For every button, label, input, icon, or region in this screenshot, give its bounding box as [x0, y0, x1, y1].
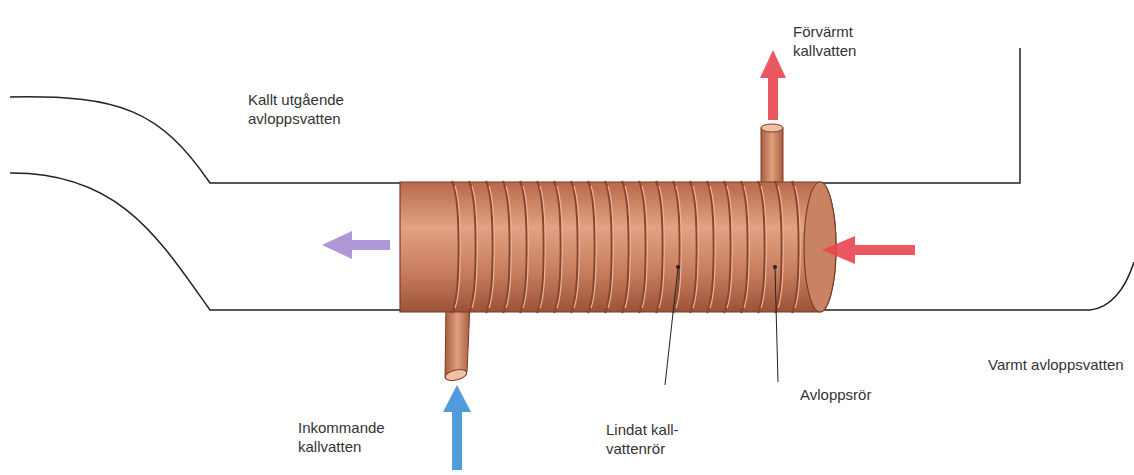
- coil-highlight: [642, 186, 647, 308]
- coil-highlight: [608, 186, 613, 308]
- inlet-pipe: [445, 305, 470, 378]
- coil-highlight: [795, 186, 800, 308]
- leader-line: [665, 268, 678, 385]
- cold-in-arrow: [443, 385, 471, 470]
- part-label: Avloppsrör: [800, 385, 920, 404]
- part-label: Lindat kall- vattenrör: [606, 420, 716, 458]
- coil-highlight: [744, 186, 749, 308]
- copper-drain-pipe: [400, 182, 836, 312]
- drain-outline-top: [10, 48, 1020, 183]
- part-label: Varmt avloppsvatten: [988, 355, 1128, 374]
- coil-highlight: [761, 186, 766, 308]
- outlet-pipe-end: [761, 124, 783, 132]
- coil-highlight: [676, 186, 681, 308]
- coil-highlight: [574, 186, 579, 308]
- warm-out-arrow: [760, 50, 786, 120]
- cold-out-arrow: [322, 231, 390, 259]
- part-label: Inkommande kallvatten: [298, 418, 418, 456]
- leader-dot: [676, 265, 680, 269]
- coil-highlight: [778, 186, 783, 308]
- coil-highlight: [591, 186, 596, 308]
- coil-highlight: [727, 186, 732, 308]
- coil-highlight: [693, 186, 698, 308]
- coil-highlight: [472, 186, 477, 308]
- coil-highlight: [710, 186, 715, 308]
- coil-highlight: [506, 186, 511, 308]
- coil-highlight: [523, 186, 528, 308]
- warm-in-arrow: [822, 236, 915, 264]
- part-label: Kallt utgående avloppsvatten: [248, 90, 398, 128]
- coil-highlight: [489, 186, 494, 308]
- coil-windings: [452, 181, 800, 313]
- coil-highlight: [659, 186, 664, 308]
- outlet-pipe: [761, 128, 783, 186]
- coil-highlight: [455, 186, 460, 308]
- coil-highlight: [540, 186, 545, 308]
- leader-dot: [773, 265, 777, 269]
- coil-highlight: [557, 186, 562, 308]
- inlet-pipe-end: [444, 367, 468, 382]
- coil-highlight: [625, 186, 630, 308]
- part-label: Förvärmt kallvatten: [793, 22, 903, 60]
- leader-line: [775, 268, 778, 382]
